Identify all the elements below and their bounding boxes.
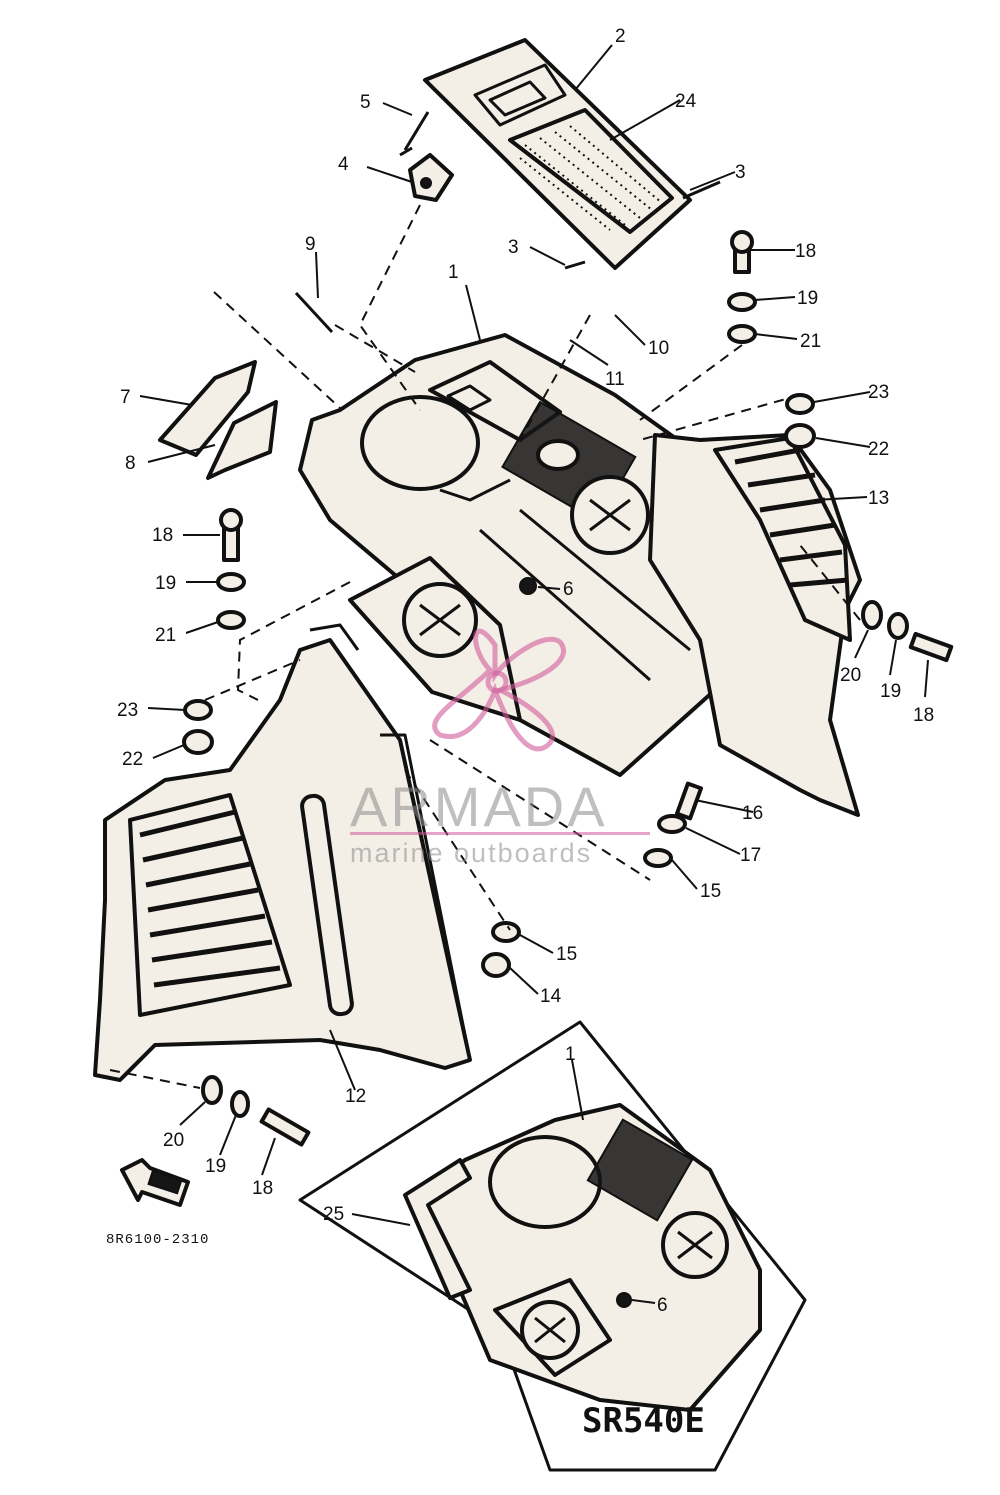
- right-side-cover-part: [648, 433, 862, 817]
- callout-label: 21: [800, 331, 821, 352]
- callout-label: 18: [913, 705, 934, 726]
- callout-label: 11: [605, 369, 625, 390]
- callout-label: 22: [868, 439, 889, 460]
- callout-label: 19: [155, 573, 176, 594]
- callout-label: 16: [742, 803, 763, 824]
- inset-model-label: SR540E: [582, 1401, 705, 1441]
- callout-label: 25: [323, 1204, 344, 1225]
- callout-label: 14: [540, 986, 562, 1007]
- pin-part: [564, 180, 721, 270]
- callout-label: 15: [700, 881, 721, 902]
- callout-label: 3: [735, 162, 746, 183]
- diagram-code: 8R6100-2310: [106, 1232, 209, 1248]
- left-side-cover-part: [93, 623, 472, 1082]
- watermark: ARMADA marine outboards: [350, 628, 650, 868]
- callout-label: 13: [868, 488, 889, 509]
- callout-label: 6: [657, 1295, 668, 1316]
- callout-label: 2: [615, 26, 626, 47]
- armada-logo-icon: [432, 628, 566, 752]
- callout-label: 10: [648, 338, 669, 359]
- callout-label: 3: [508, 237, 519, 258]
- watermark-tagline: marine outboards: [350, 838, 592, 868]
- callout-label: 8: [125, 453, 136, 474]
- callout-label: 18: [795, 241, 816, 262]
- callout-label: 17: [740, 845, 761, 866]
- callout-label: 23: [868, 382, 889, 403]
- watermark-rule: [350, 832, 650, 835]
- callout-label: 1: [565, 1044, 576, 1065]
- callout-label: 24: [675, 91, 697, 112]
- callout-label: 19: [797, 288, 818, 309]
- upper-cowling-part: [298, 333, 745, 777]
- callout-label: 19: [205, 1156, 226, 1177]
- callout-label: 18: [152, 525, 173, 546]
- callout-label: 21: [155, 625, 176, 646]
- front-arrow-icon: [120, 1158, 190, 1207]
- callout-label: 20: [163, 1130, 184, 1151]
- callout-label: 6: [563, 579, 574, 600]
- callout-label: 5: [360, 92, 371, 113]
- watermark-brand: ARMADA: [350, 775, 608, 838]
- callout-leaders: [139, 44, 929, 1304]
- callout-label: 12: [345, 1086, 366, 1107]
- top-lid-part: [423, 38, 692, 270]
- rod-part: [294, 291, 334, 334]
- callout-label: 15: [556, 944, 577, 965]
- callout-label: 7: [120, 387, 131, 408]
- callout-label: 4: [338, 154, 349, 175]
- callout-labels: 1 2 24 3 3 5 4 9 7 8 10 11 18 19 21 23 2…: [117, 26, 934, 1316]
- assembly-lines: [109, 204, 861, 1089]
- fastener-group: [182, 230, 954, 1147]
- callout-label: 23: [117, 700, 138, 721]
- clip-part: [399, 111, 454, 202]
- callout-label: 20: [840, 665, 861, 686]
- callout-label: 9: [305, 234, 316, 255]
- callout-label: 18: [252, 1178, 273, 1199]
- callout-label: 22: [122, 749, 143, 770]
- bracket-part: [158, 360, 278, 480]
- callout-label: 19: [880, 681, 901, 702]
- callout-label: 1: [448, 262, 459, 283]
- inset-variant-view: [298, 1020, 807, 1472]
